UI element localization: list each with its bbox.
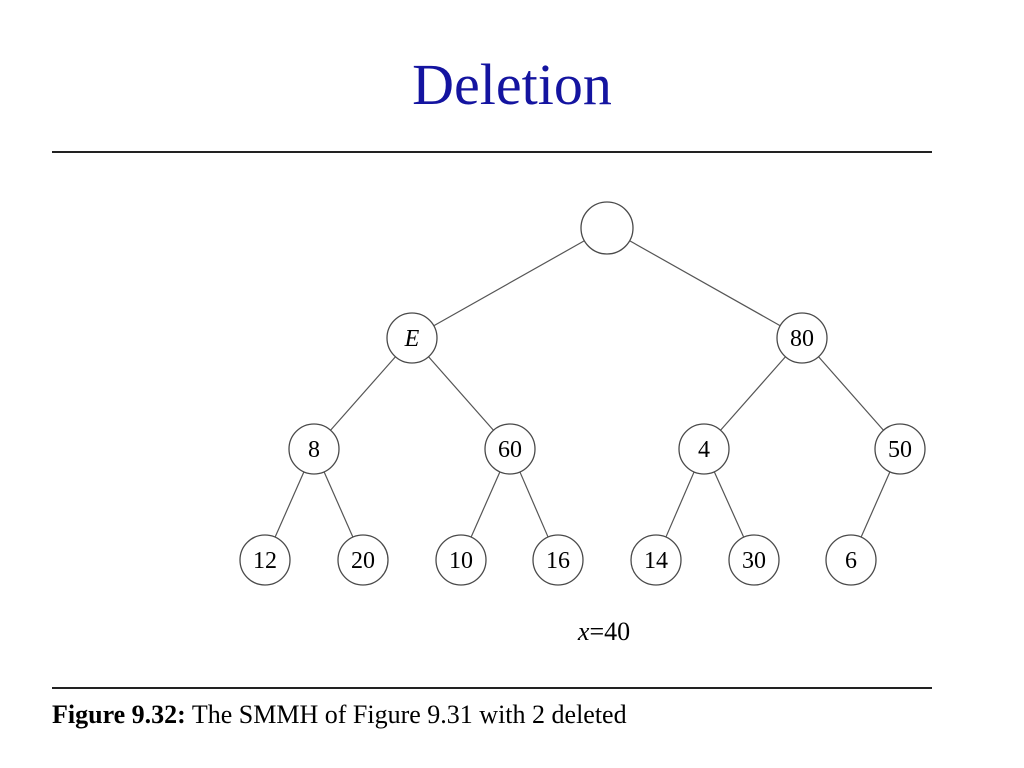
- tree-edge-n3-n8: [323, 471, 354, 538]
- tree-edge-n3-n7: [274, 471, 305, 538]
- tree-edge-root-n1: [433, 240, 585, 327]
- node-label: 14: [644, 548, 668, 574]
- node-label: E: [404, 326, 420, 352]
- tree-node: 60: [484, 423, 536, 475]
- node-circle: [337, 534, 389, 586]
- node-label: 20: [351, 548, 375, 574]
- tree-node: 10: [435, 534, 487, 586]
- tree-node: 14: [630, 534, 682, 586]
- tree-edge-n5-n11: [665, 471, 695, 538]
- slide-title: Deletion: [412, 52, 612, 117]
- tree-root-node: [580, 201, 634, 255]
- node-label: 16: [546, 548, 570, 574]
- node-label: 30: [742, 548, 766, 574]
- tree-node: 4: [678, 423, 730, 475]
- node-circle: [630, 534, 682, 586]
- tree-edge-n5-n12: [713, 471, 745, 538]
- variable-x-label: x=40: [577, 617, 630, 646]
- tree-edge-n2-n6: [818, 356, 884, 431]
- node-label: 8: [308, 437, 320, 463]
- tree-node: 80: [776, 312, 828, 364]
- figure-label: Figure 9.32:: [52, 700, 186, 729]
- node-label: 6: [845, 548, 857, 574]
- node-circle: [678, 423, 730, 475]
- node-label: 4: [698, 437, 710, 463]
- node-circle: [288, 423, 340, 475]
- tree-node: 16: [532, 534, 584, 586]
- node-circle: [532, 534, 584, 586]
- tree-edges: [274, 240, 891, 538]
- tree-nodes: E 80 8 60 4 50 12 20 10 16 14 30 6: [239, 201, 926, 586]
- node-circle: [874, 423, 926, 475]
- tree-edge-n1-n4: [428, 356, 494, 431]
- node-circle: [728, 534, 780, 586]
- caption-text: The SMMH of Figure 9.31 with 2 deleted: [185, 700, 627, 729]
- tree-edge-root-n2: [629, 240, 781, 327]
- node-circle: [484, 423, 536, 475]
- variable-value: =40: [589, 617, 630, 646]
- tree-edge-n4-n10: [519, 471, 549, 538]
- variable-name: x: [577, 617, 590, 646]
- figure-caption: Figure 9.32: The SMMH of Figure 9.31 wit…: [52, 700, 627, 730]
- node-label: 50: [888, 437, 912, 463]
- tree-node: 8: [288, 423, 340, 475]
- tree-edge-n6-n13: [860, 471, 891, 538]
- tree-node: 6: [825, 534, 877, 586]
- node-circle: [435, 534, 487, 586]
- tree-edge-n2-n5: [720, 356, 786, 431]
- tree-node: 30: [728, 534, 780, 586]
- tree-node: 20: [337, 534, 389, 586]
- node-circle: [776, 312, 828, 364]
- node-circle: [239, 534, 291, 586]
- node-label: 60: [498, 437, 522, 463]
- node-circle: [580, 201, 634, 255]
- tree-edge-n4-n9: [470, 471, 501, 538]
- tree-edge-n1-n3: [330, 356, 396, 431]
- node-circle: [386, 312, 438, 364]
- tree-node: 50: [874, 423, 926, 475]
- tree-node: E: [386, 312, 438, 364]
- node-label: 10: [449, 548, 473, 574]
- tree-node: 12: [239, 534, 291, 586]
- node-label: 80: [790, 326, 814, 352]
- node-label: 12: [253, 548, 277, 574]
- node-circle: [825, 534, 877, 586]
